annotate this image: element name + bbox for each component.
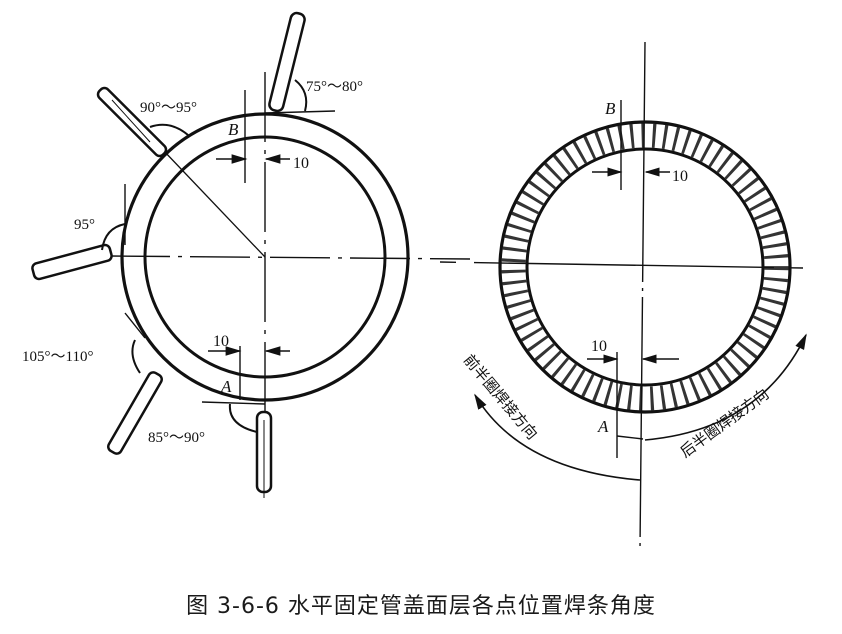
right-point-b-label: B [605, 99, 616, 118]
left-offset-bottom-label: 10 [213, 333, 229, 350]
right-weld-outer-circle [498, 120, 792, 414]
electrode-left [31, 243, 113, 281]
weld-bead-ripples [501, 123, 789, 411]
electrode-lower-left [107, 371, 163, 455]
angle-label-upper-left: 90°～95° [140, 100, 197, 116]
angle-label-left: 95° [74, 217, 95, 233]
right-horizontal-centerline [439, 261, 804, 269]
electrode-top [268, 11, 306, 113]
left-offset-top-label: 10 [293, 155, 309, 172]
left-pipe-view [31, 11, 471, 498]
left-radius-line [162, 149, 266, 258]
left-point-b-label: B [228, 120, 239, 139]
left-horizontal-centerline [109, 255, 471, 260]
right-offset-bottom-label: 10 [591, 338, 607, 355]
right-offset-top-label: 10 [672, 168, 688, 185]
front-half-direction-arrow [474, 393, 641, 481]
front-half-direction-label: 前半圈焊接方向 [460, 351, 541, 443]
electrode-bottom [255, 410, 273, 498]
angle-label-lower-left: 105°～110° [22, 349, 93, 365]
back-half-direction-arrow [644, 333, 807, 441]
figure-caption: 图 3-6-6 水平固定管盖面层各点位置焊条角度 [186, 594, 656, 619]
angle-label-top: 75°～80° [306, 79, 363, 95]
left-point-a-label: A [220, 377, 232, 396]
right-vertical-centerline [639, 41, 646, 549]
right-point-a-label: A [597, 417, 609, 436]
angle-label-bottom: 85°～90° [148, 430, 205, 446]
right-pipe-view [439, 41, 807, 549]
electrode-upper-left [96, 86, 168, 158]
